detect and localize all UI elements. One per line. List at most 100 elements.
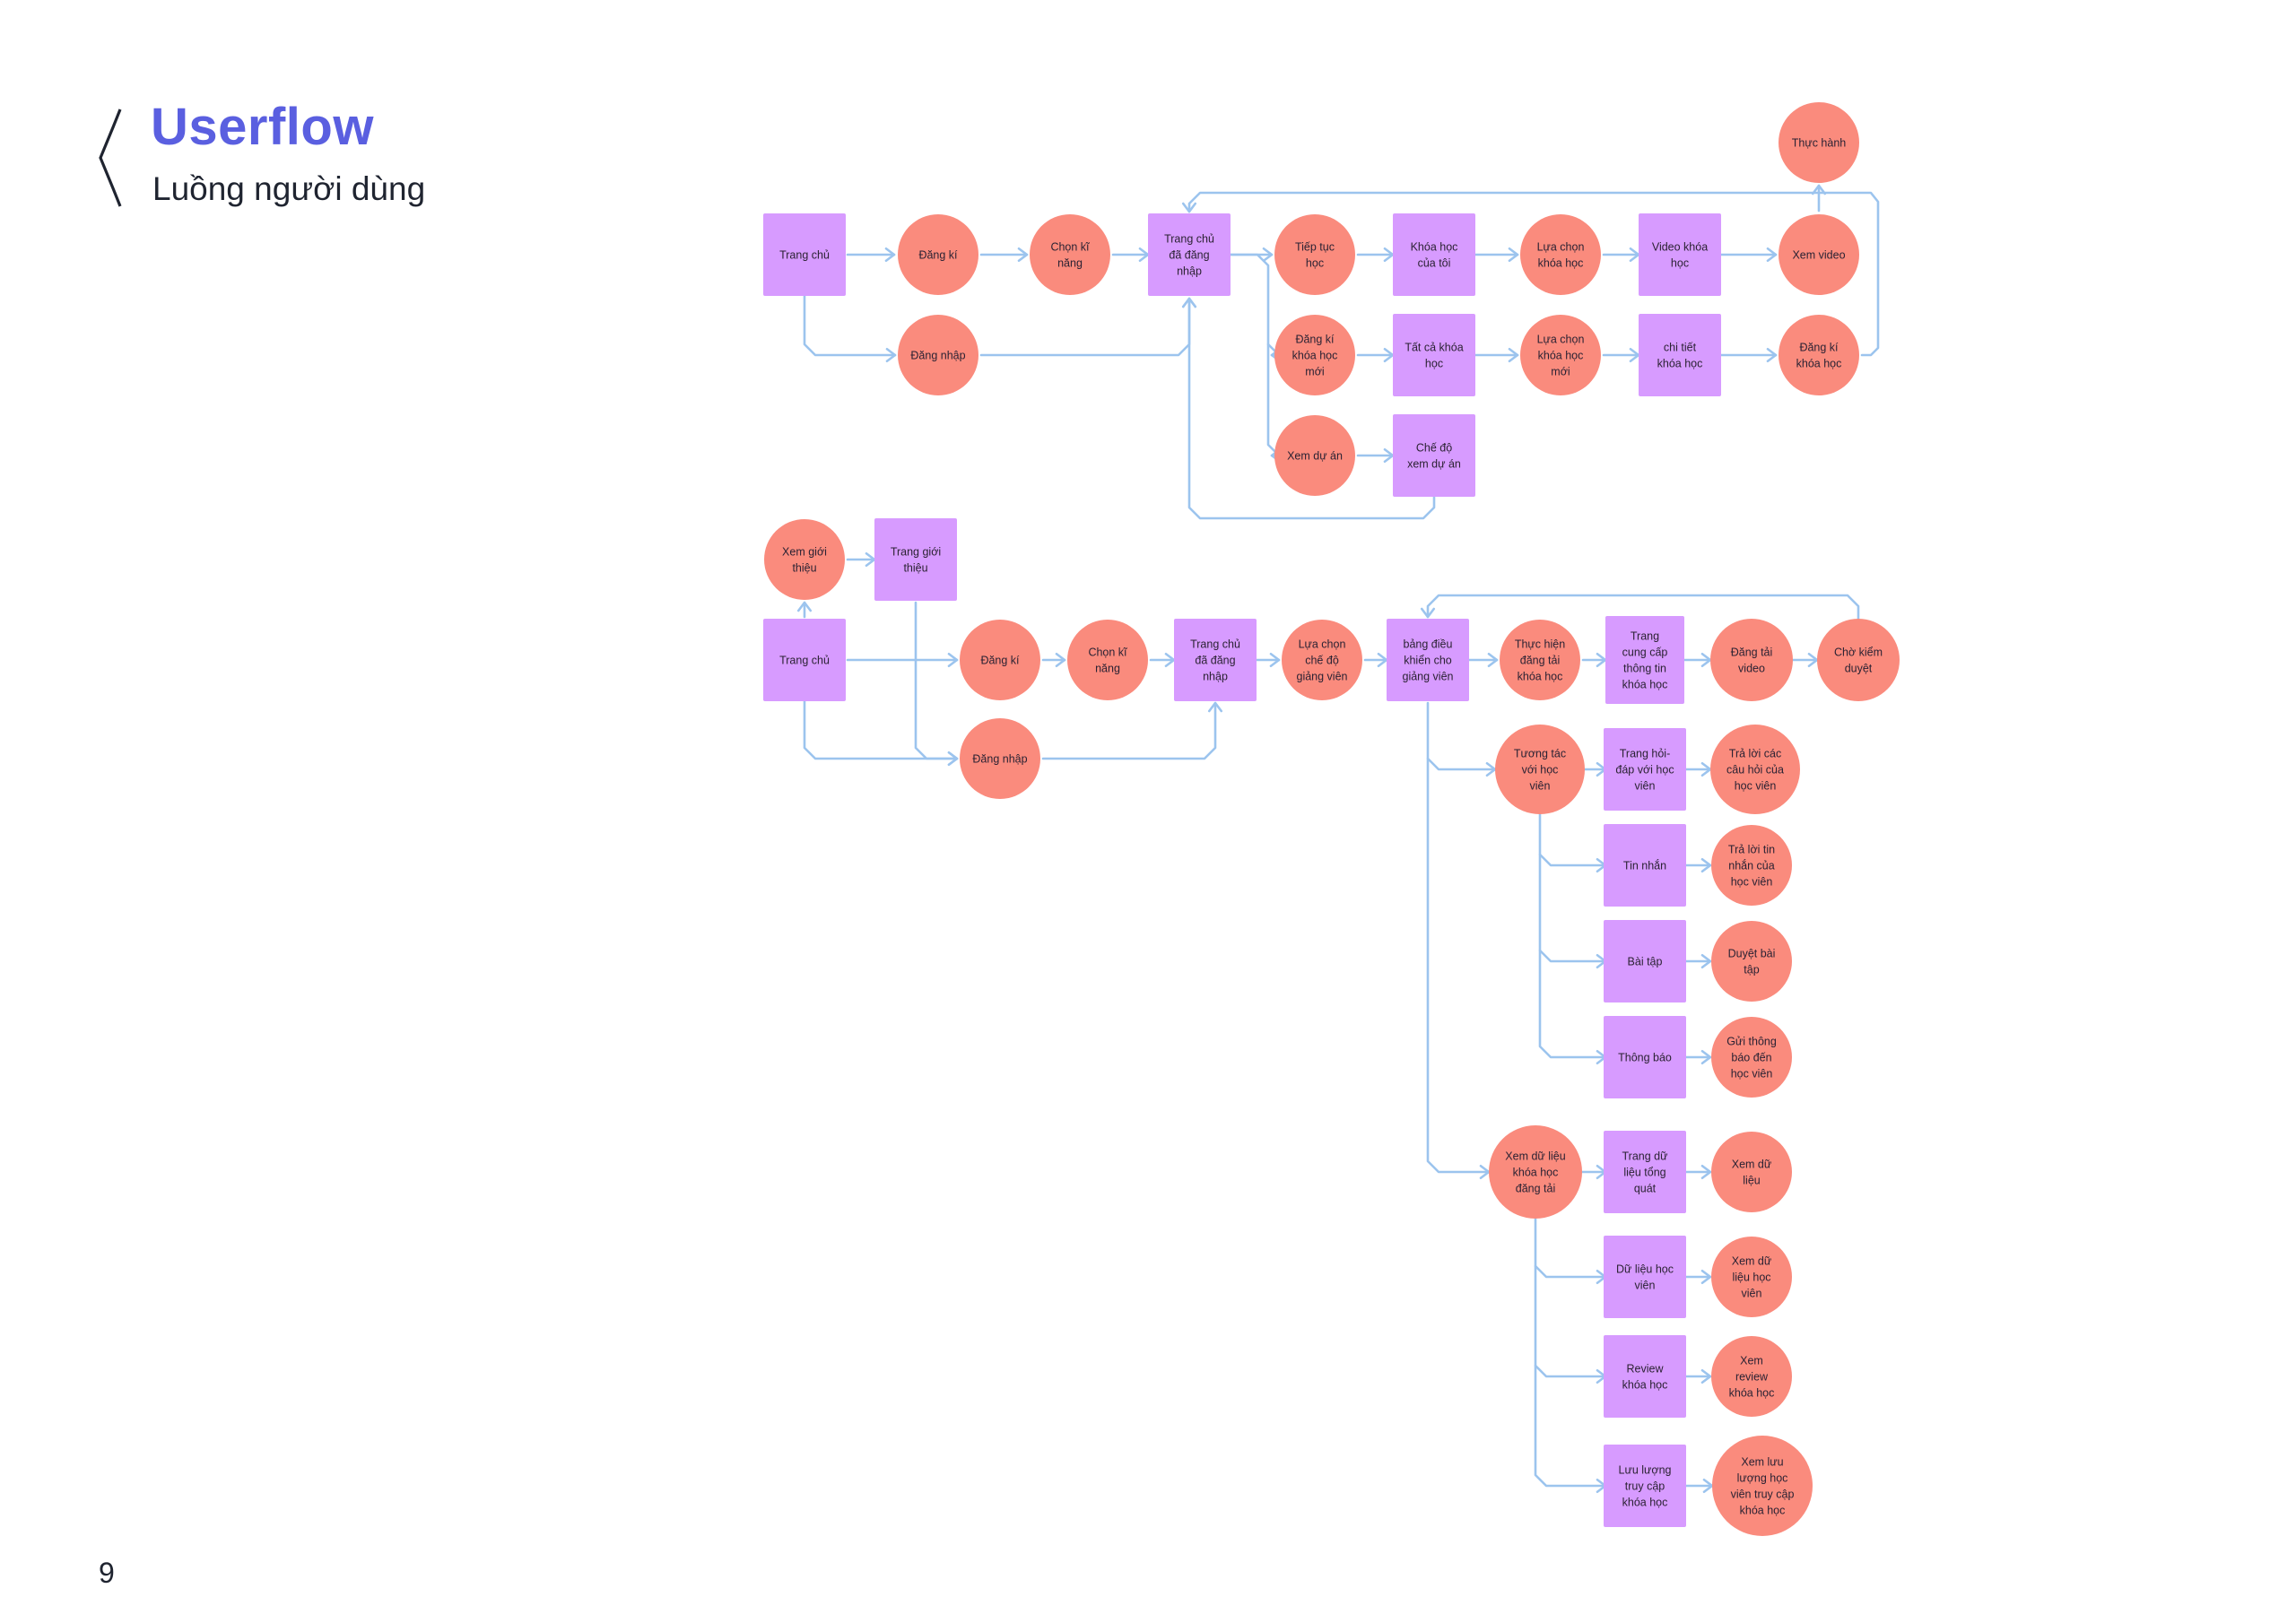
rect-node-shape: [1393, 314, 1475, 396]
circle-node-shape: [1779, 102, 1859, 183]
flow-action-node: Đăng nhập: [898, 315, 978, 395]
arrowhead-icon: [1207, 701, 1223, 713]
circle-node-shape: [1282, 620, 1362, 700]
node-label: Xem video: [1792, 249, 1845, 262]
arrowhead-icon: [1700, 857, 1712, 873]
flow-screen-node: Trang chủ: [763, 213, 846, 296]
arrowhead-icon: [1508, 247, 1519, 263]
rect-node-shape: [1604, 920, 1686, 1002]
node-label: Bài tập: [1628, 956, 1663, 968]
flow-connector: [1538, 812, 1607, 867]
arrowhead-icon: [1766, 347, 1778, 363]
arrowhead-icon: [884, 247, 896, 263]
flow-screen-node: Thông báo: [1604, 1016, 1686, 1098]
circle-node-shape: [1520, 315, 1601, 395]
circle-node-shape: [898, 315, 978, 395]
page-number: 9: [99, 1557, 115, 1589]
arrowhead-icon: [1420, 607, 1436, 619]
flow-action-node: Thực hành: [1779, 102, 1859, 183]
node-label: Đăng nhập: [972, 753, 1027, 766]
circle-node-shape: [1030, 214, 1110, 295]
circle-node-shape: [1710, 725, 1800, 814]
flow-connector: [1426, 701, 1497, 771]
circle-node-shape: [1711, 1237, 1792, 1317]
arrowhead-icon: [1508, 347, 1519, 363]
arrowhead-icon: [1262, 247, 1274, 263]
page-title: Userflow: [151, 98, 374, 156]
flow-connector: [803, 294, 897, 357]
node-label: Trang chủ: [779, 655, 830, 667]
circle-node-shape: [1274, 214, 1355, 295]
flow-connector: [1187, 297, 1436, 520]
rect-node-shape: [1639, 314, 1721, 396]
circle-node-shape: [1274, 415, 1355, 496]
rect-node-shape: [1604, 1016, 1686, 1098]
flow-connector: [1538, 853, 1607, 963]
circle-node-shape: [1711, 1132, 1792, 1212]
circle-node-shape: [1489, 1125, 1582, 1219]
flow-connector: [1538, 949, 1607, 1059]
circle-node-shape: [960, 620, 1040, 700]
rect-node-shape: [1604, 1236, 1686, 1318]
rect-node-shape: [1604, 1445, 1686, 1527]
flow-screen-node: Bài tập: [1604, 920, 1686, 1002]
circle-node-shape: [1500, 620, 1580, 700]
circle-node-shape: [898, 214, 978, 295]
circle-node-shape: [1711, 825, 1792, 906]
flow-connector: [803, 699, 959, 760]
circle-node-shape: [1067, 620, 1148, 700]
arrowhead-icon: [1700, 1164, 1712, 1180]
flow-connector: [1229, 253, 1281, 357]
arrowhead-icon: [885, 347, 897, 363]
circle-node-shape: [1779, 214, 1859, 295]
circle-node-shape: [1711, 1017, 1792, 1098]
arrowhead-icon: [947, 652, 959, 668]
circle-node-shape: [1274, 315, 1355, 395]
arrowhead-icon: [1700, 1368, 1712, 1384]
flow-action-node: Đăng kí: [898, 214, 978, 295]
circle-node-shape: [960, 718, 1040, 799]
node-label: Đăng kí: [980, 655, 1020, 667]
node-label: Tin nhắn: [1623, 859, 1666, 872]
circle-node-shape: [1710, 619, 1793, 701]
rect-node-shape: [1174, 619, 1257, 701]
